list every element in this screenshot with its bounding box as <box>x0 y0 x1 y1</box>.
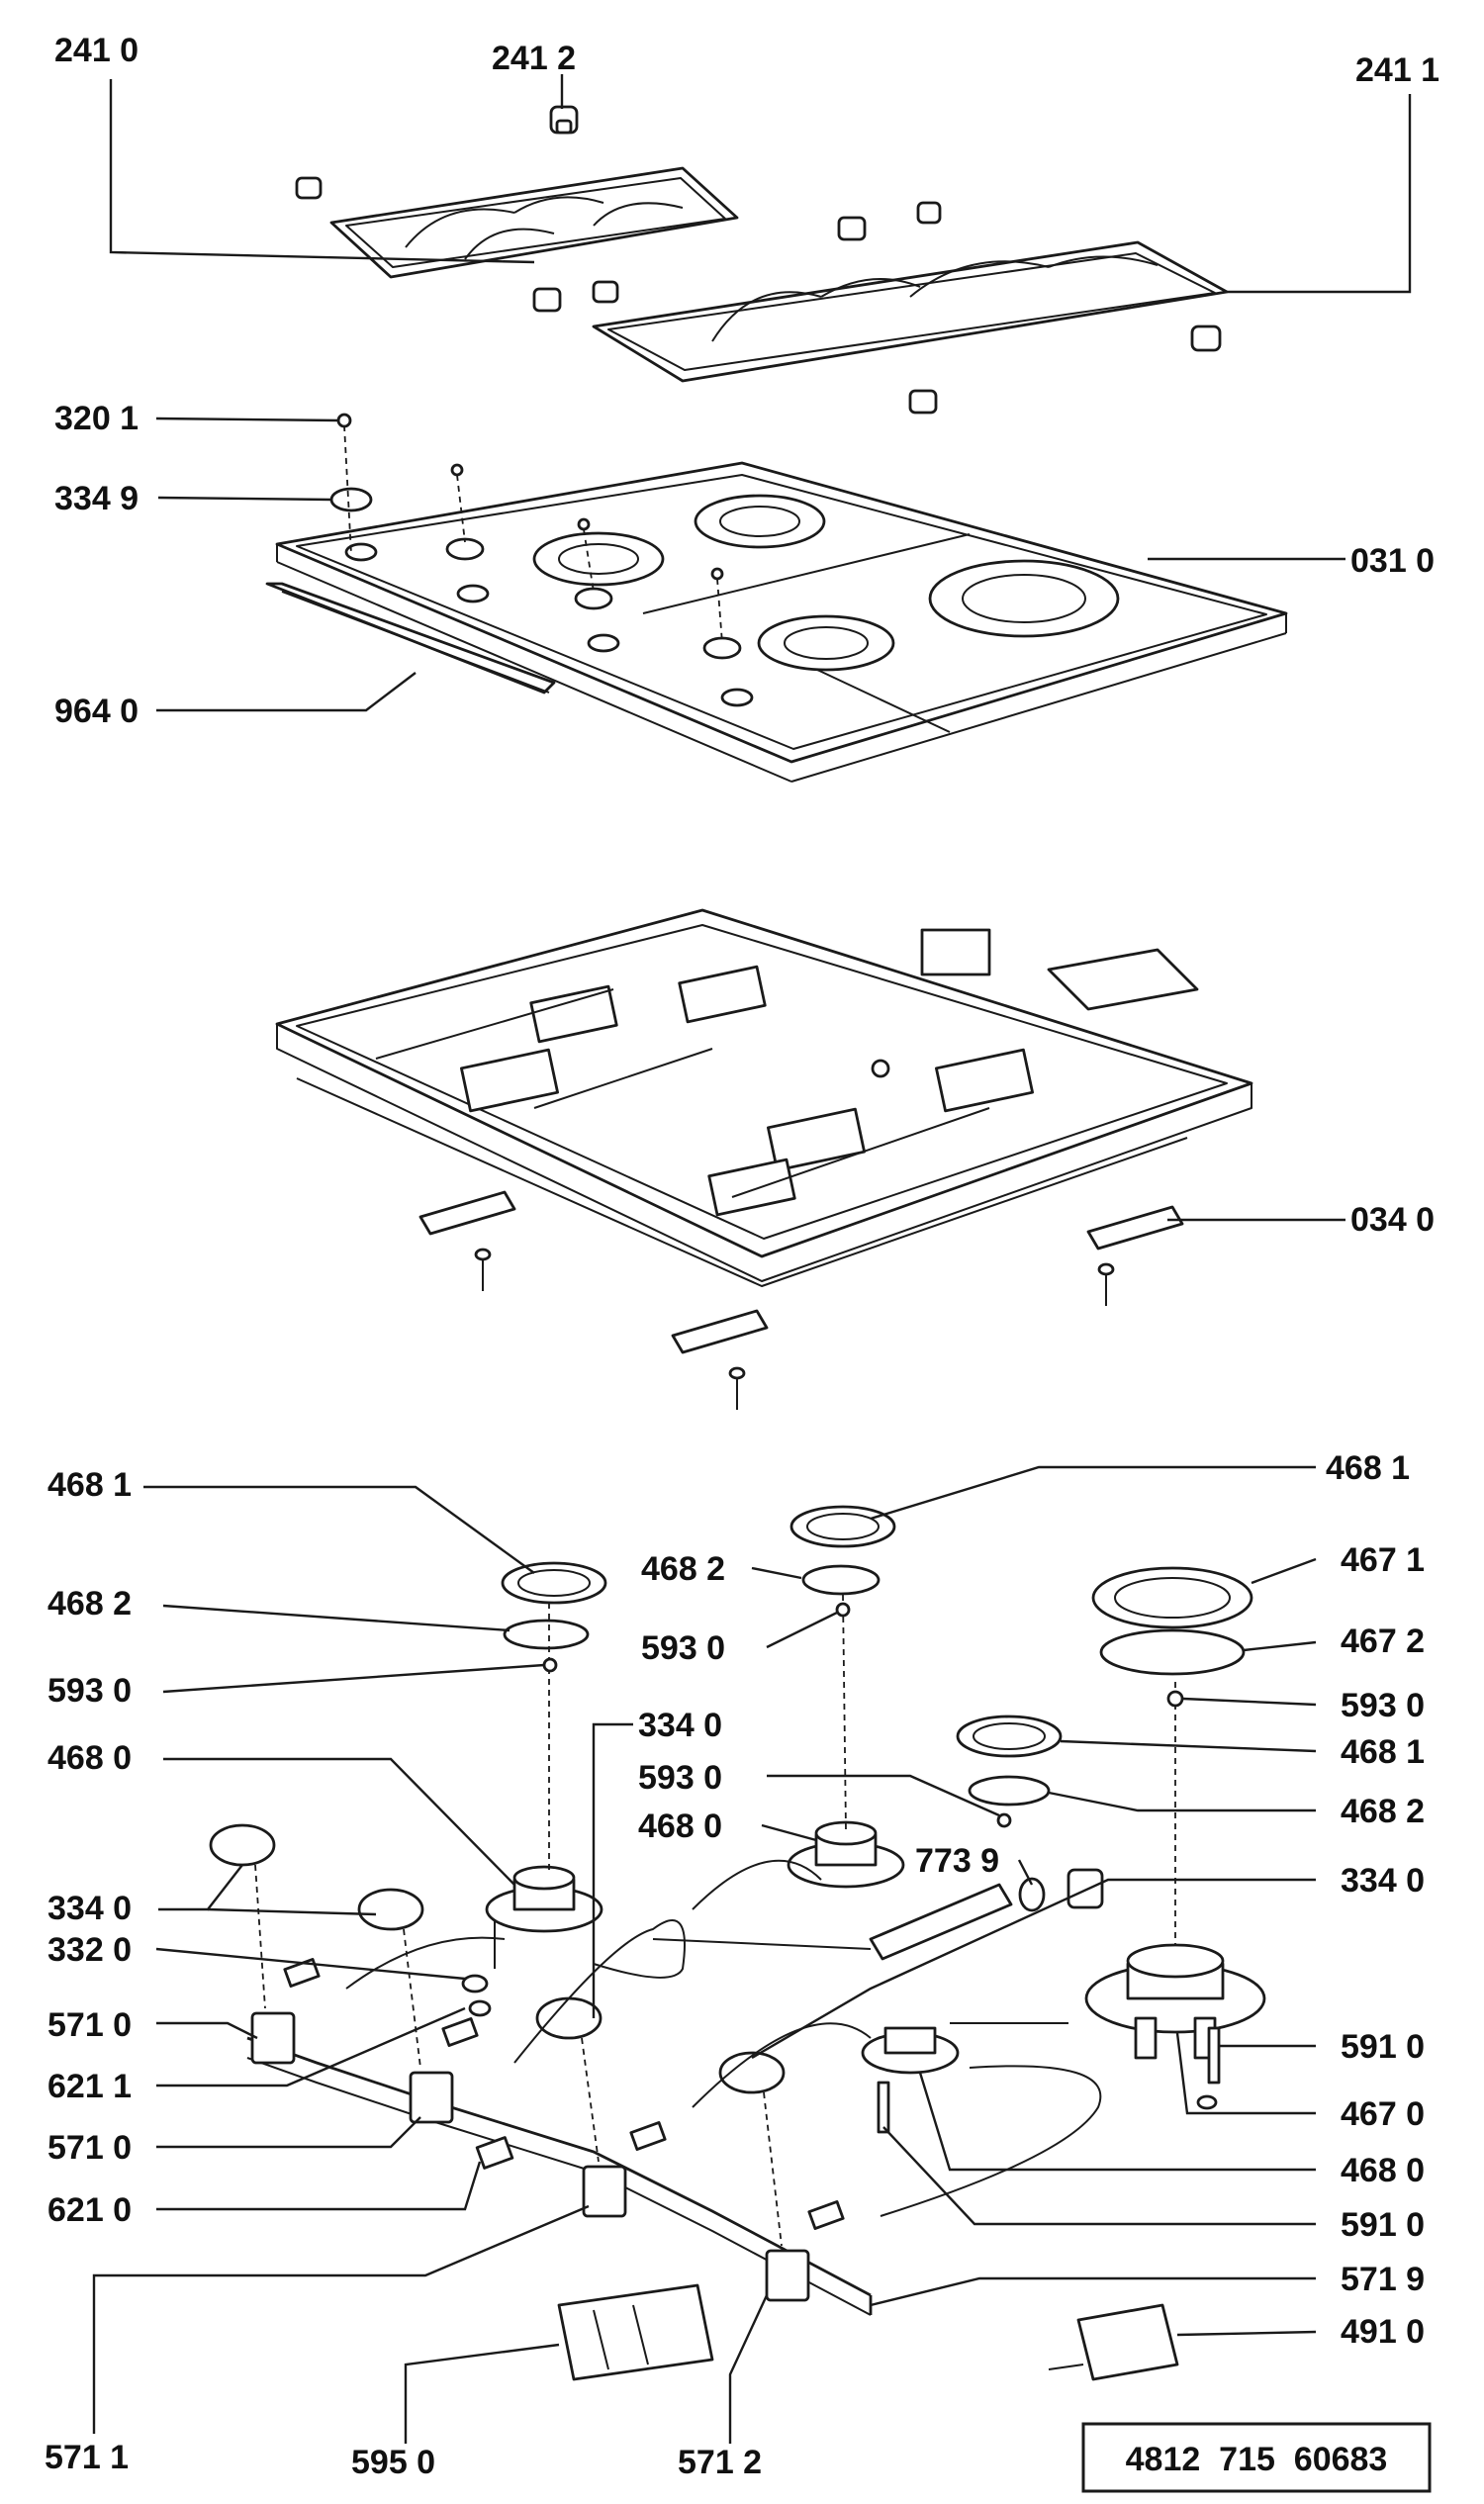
control-knob-icon <box>209 1823 786 2247</box>
thermocouple-line <box>692 1859 822 1910</box>
fixing-clip-right <box>1086 1205 1184 1306</box>
burner-cap-large <box>1091 1566 1253 1629</box>
label-334-0-mid: 334 0 <box>638 1707 722 1744</box>
label-334-0-left: 334 0 <box>47 1890 132 1927</box>
fixing-clip-middle <box>671 1309 769 1410</box>
label-467-0: 467 0 <box>1341 2095 1425 2133</box>
hob-top-plate <box>275 461 1288 783</box>
label-468-2-right: 468 2 <box>1341 1793 1425 1830</box>
burner-gasket-large <box>1099 1628 1246 1676</box>
screw-320-icon <box>336 413 724 644</box>
label-595-0: 595 0 <box>351 2444 435 2481</box>
label-593-0-lower-mid: 593 0 <box>638 1759 722 1797</box>
burner-body-large <box>1084 1943 1266 2060</box>
label-468-2-left: 468 2 <box>47 1585 132 1623</box>
thermocouple-line <box>880 2065 1102 2217</box>
label-591-0-lower: 591 0 <box>1341 2206 1425 2244</box>
switch-icon <box>1048 2303 1179 2381</box>
label-773-9: 773 9 <box>915 1842 999 1880</box>
elbow-fitting <box>1018 1868 1104 1912</box>
injector-icon <box>835 1602 851 1618</box>
label-964-0: 964 0 <box>54 693 139 730</box>
label-621-0: 621 0 <box>47 2191 132 2229</box>
label-031-0: 031 0 <box>1350 542 1435 580</box>
leader-lines <box>92 74 1412 2444</box>
label-034-0: 034 0 <box>1350 1201 1435 1239</box>
injector-icon <box>542 1657 558 1673</box>
axis-middle <box>842 1594 847 1831</box>
gas-tap-icon <box>250 2011 810 2302</box>
label-621-1: 621 1 <box>47 2068 132 2105</box>
burner-gasket-middle <box>801 1564 881 1596</box>
gas-pipe <box>652 1883 1013 1961</box>
label-468-1-left: 468 1 <box>47 1466 132 1504</box>
injector-icon <box>1166 1690 1184 1708</box>
hob-front-strip <box>265 582 556 695</box>
pan-support-grid-left <box>295 166 942 313</box>
label-491-0: 491 0 <box>1341 2313 1425 2351</box>
label-241-2: 241 2 <box>492 40 576 77</box>
label-468-0-right: 468 0 <box>1341 2152 1425 2189</box>
thermo-connector-icon <box>283 1958 845 2230</box>
label-334-0-right: 334 0 <box>1341 1862 1425 1900</box>
label-571-0-lower: 571 0 <box>47 2129 132 2167</box>
label-593-0-mid: 593 0 <box>641 1629 725 1667</box>
label-467-2: 467 2 <box>1341 1623 1425 1660</box>
label-320-1: 320 1 <box>54 400 139 437</box>
part-number-box: 4812 715 60683 <box>1081 2422 1432 2493</box>
thermocouple-line <box>345 1936 506 1990</box>
label-468-1-mid: 468 1 <box>1326 1449 1410 1487</box>
burner-body-small-right <box>861 2026 960 2075</box>
burner-body-left <box>485 1865 603 1969</box>
label-468-2-mid: 468 2 <box>641 1550 725 1588</box>
electrode-icon <box>877 2026 1221 2134</box>
ignition-unit <box>557 2283 714 2381</box>
label-571-1: 571 1 <box>45 2439 129 2476</box>
burner-cap-left <box>501 1561 607 1605</box>
burner-gasket-left <box>503 1619 590 1650</box>
label-593-0-left: 593 0 <box>47 1672 132 1710</box>
label-571-0-upper: 571 0 <box>47 2006 132 2044</box>
label-334-9: 334 9 <box>54 480 139 517</box>
label-332-0: 332 0 <box>47 1931 132 1969</box>
label-241-0: 241 0 <box>54 32 139 69</box>
label-468-0-left: 468 0 <box>47 1739 132 1777</box>
burner-gasket-small-right <box>968 1775 1051 1807</box>
fixing-clip-left <box>418 1190 516 1291</box>
base-pan <box>275 908 1253 1287</box>
label-591-0-upper: 591 0 <box>1341 2028 1425 2066</box>
burner-cap-middle <box>789 1505 896 1548</box>
thermocouple-line <box>513 1919 686 2064</box>
label-467-1: 467 1 <box>1341 1541 1425 1579</box>
label-241-1: 241 1 <box>1355 51 1439 89</box>
injector-icon <box>996 1812 1012 1828</box>
label-571-9: 571 9 <box>1341 2261 1425 2298</box>
label-468-1-right: 468 1 <box>1341 1733 1425 1771</box>
grid-rubber-foot <box>549 105 579 135</box>
label-571-2: 571 2 <box>678 2444 762 2481</box>
label-468-0-mid: 468 0 <box>638 1808 722 1845</box>
label-593-0-right: 593 0 <box>1341 1687 1425 1724</box>
part-number: 4812 715 60683 <box>1126 2441 1388 2478</box>
burner-body-middle <box>787 1820 905 1889</box>
spring-icon <box>461 1974 492 2017</box>
burner-cap-small-right <box>956 1715 1063 1758</box>
pan-support-grid-right <box>592 240 1229 415</box>
